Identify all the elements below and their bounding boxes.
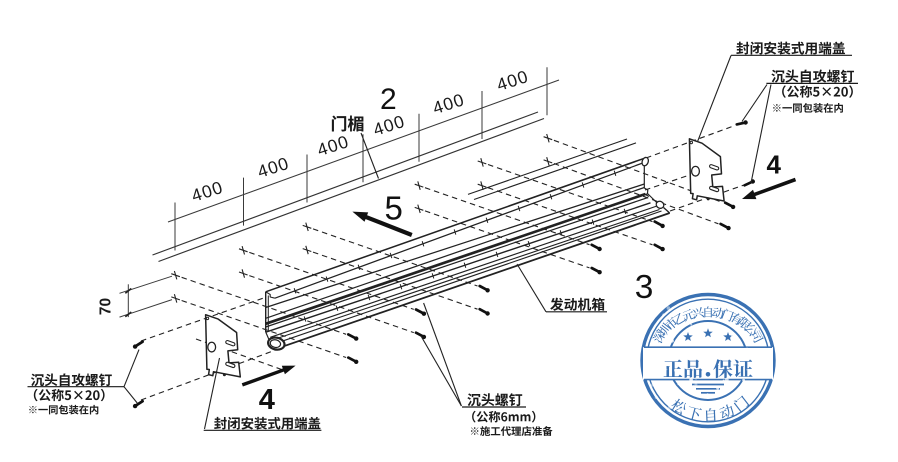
svg-text:70: 70 bbox=[98, 298, 115, 315]
svg-text:2: 2 bbox=[380, 83, 397, 116]
svg-text:5: 5 bbox=[385, 189, 403, 226]
svg-text:3: 3 bbox=[635, 269, 654, 306]
svg-text:4: 4 bbox=[767, 150, 782, 180]
svg-text:4: 4 bbox=[259, 384, 275, 416]
